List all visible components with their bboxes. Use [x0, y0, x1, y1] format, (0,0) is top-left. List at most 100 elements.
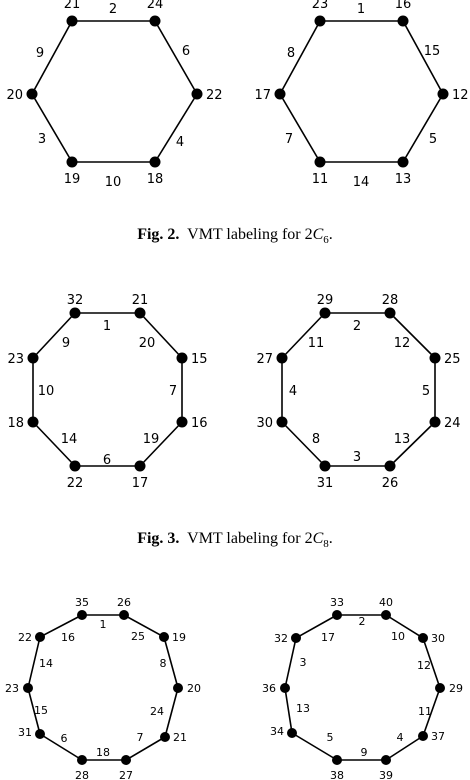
edge-label: 16 [61, 631, 75, 644]
edge-line [154, 93, 198, 163]
edge-line [284, 637, 297, 689]
figure-3-caption-text: VMT labeling for 2 [187, 530, 313, 547]
figure-3-label: Fig. 3. [137, 530, 180, 547]
edge-label: 8 [287, 46, 295, 61]
vertex-label: 16 [191, 416, 208, 431]
vertex-label: 25 [444, 352, 461, 367]
edge-line [385, 614, 424, 639]
vertex-label: 17 [132, 476, 149, 491]
edge-line [279, 20, 321, 95]
vertex-dot [276, 416, 288, 428]
vertex-label: 26 [382, 476, 399, 491]
vertex-dot [149, 156, 161, 168]
edge-label: 18 [96, 746, 110, 759]
vertex-label: 29 [317, 293, 334, 308]
vertex-dot [26, 88, 38, 100]
edge-label: 19 [143, 432, 160, 447]
edge-label: 8 [160, 657, 167, 670]
edge-label: 9 [36, 46, 44, 61]
vertex-dot [381, 755, 391, 765]
vertex-dot [35, 632, 45, 642]
edge-line [32, 312, 76, 359]
edge-label: 1 [100, 618, 107, 631]
vertex-label: 23 [7, 352, 24, 367]
vertex-dot [121, 755, 131, 765]
vertex-dot [149, 15, 161, 27]
vertex-dot [134, 307, 146, 319]
vertex-dot [66, 15, 78, 27]
vertex-label: 32 [274, 632, 288, 645]
edge-line [154, 20, 198, 95]
vertex-dot [437, 88, 449, 100]
edge-line [39, 733, 83, 761]
vertex-label: 27 [256, 352, 273, 367]
vertex-label: 21 [173, 731, 187, 744]
vertex-label: 18 [147, 172, 164, 187]
edge-label: 1 [357, 2, 365, 17]
edge-line [385, 735, 424, 761]
vertex-dot [77, 610, 87, 620]
edge-label: 9 [62, 336, 70, 351]
edge-label: 7 [169, 384, 177, 399]
edge-label: 2 [359, 615, 366, 628]
vertex-dot [381, 610, 391, 620]
vertex-dot [134, 460, 146, 472]
vertex-dot [332, 755, 342, 765]
vertex-label: 40 [379, 596, 393, 609]
edge-label: 10 [391, 630, 405, 643]
vertex-label: 36 [262, 682, 276, 695]
edge-label: 8 [312, 432, 320, 447]
figure-2-caption-sub: 6 [323, 234, 329, 247]
figure-3-caption: Fig. 3. VMT labeling for 2C8. [0, 530, 470, 550]
vertex-label: 23 [5, 682, 19, 695]
edge-line [422, 637, 441, 689]
vertex-label: 34 [270, 725, 284, 738]
edge-line [389, 312, 436, 359]
edge-label: 4 [176, 135, 184, 150]
vertex-dot [418, 731, 428, 741]
edge-label: 3 [38, 132, 46, 147]
vertex-label: 17 [254, 88, 271, 103]
vertex-dot [69, 307, 81, 319]
edge-label: 5 [429, 132, 437, 147]
vertex-dot [332, 610, 342, 620]
edge-label: 20 [139, 336, 156, 351]
vertex-label: 22 [18, 631, 32, 644]
vertex-label: 11 [312, 172, 329, 187]
vertex-label: 33 [330, 596, 344, 609]
vertex-label: 21 [64, 0, 81, 12]
edge-line [123, 614, 165, 638]
edge-line [402, 93, 444, 163]
edge-label: 25 [131, 630, 145, 643]
edge-label: 5 [422, 384, 430, 399]
vertex-dot [176, 416, 188, 428]
vertex-dot [77, 755, 87, 765]
figure-3-caption-end: . [328, 530, 333, 547]
vertex-dot [314, 15, 326, 27]
edge-label: 15 [424, 44, 441, 59]
vertex-label: 28 [75, 769, 89, 780]
edge-label: 10 [105, 175, 122, 190]
vertex-dot [319, 307, 331, 319]
edge-label: 14 [353, 175, 370, 190]
vertex-dot [27, 352, 39, 364]
edge-line [422, 687, 441, 737]
vertex-label: 12 [452, 88, 469, 103]
edge-line [295, 614, 338, 639]
figure-2-caption: Fig. 2. VMT labeling for 2C6. [0, 226, 470, 246]
vertex-dot [119, 610, 129, 620]
edge-line [32, 421, 76, 467]
vertex-dot [176, 352, 188, 364]
edge-label: 12 [394, 336, 411, 351]
edge-line [402, 20, 444, 95]
edge-line [163, 636, 179, 689]
edge-line [27, 636, 41, 689]
figure-2-label: Fig. 2. [137, 226, 180, 243]
edge-line [139, 312, 183, 359]
vertex-dot [191, 88, 203, 100]
